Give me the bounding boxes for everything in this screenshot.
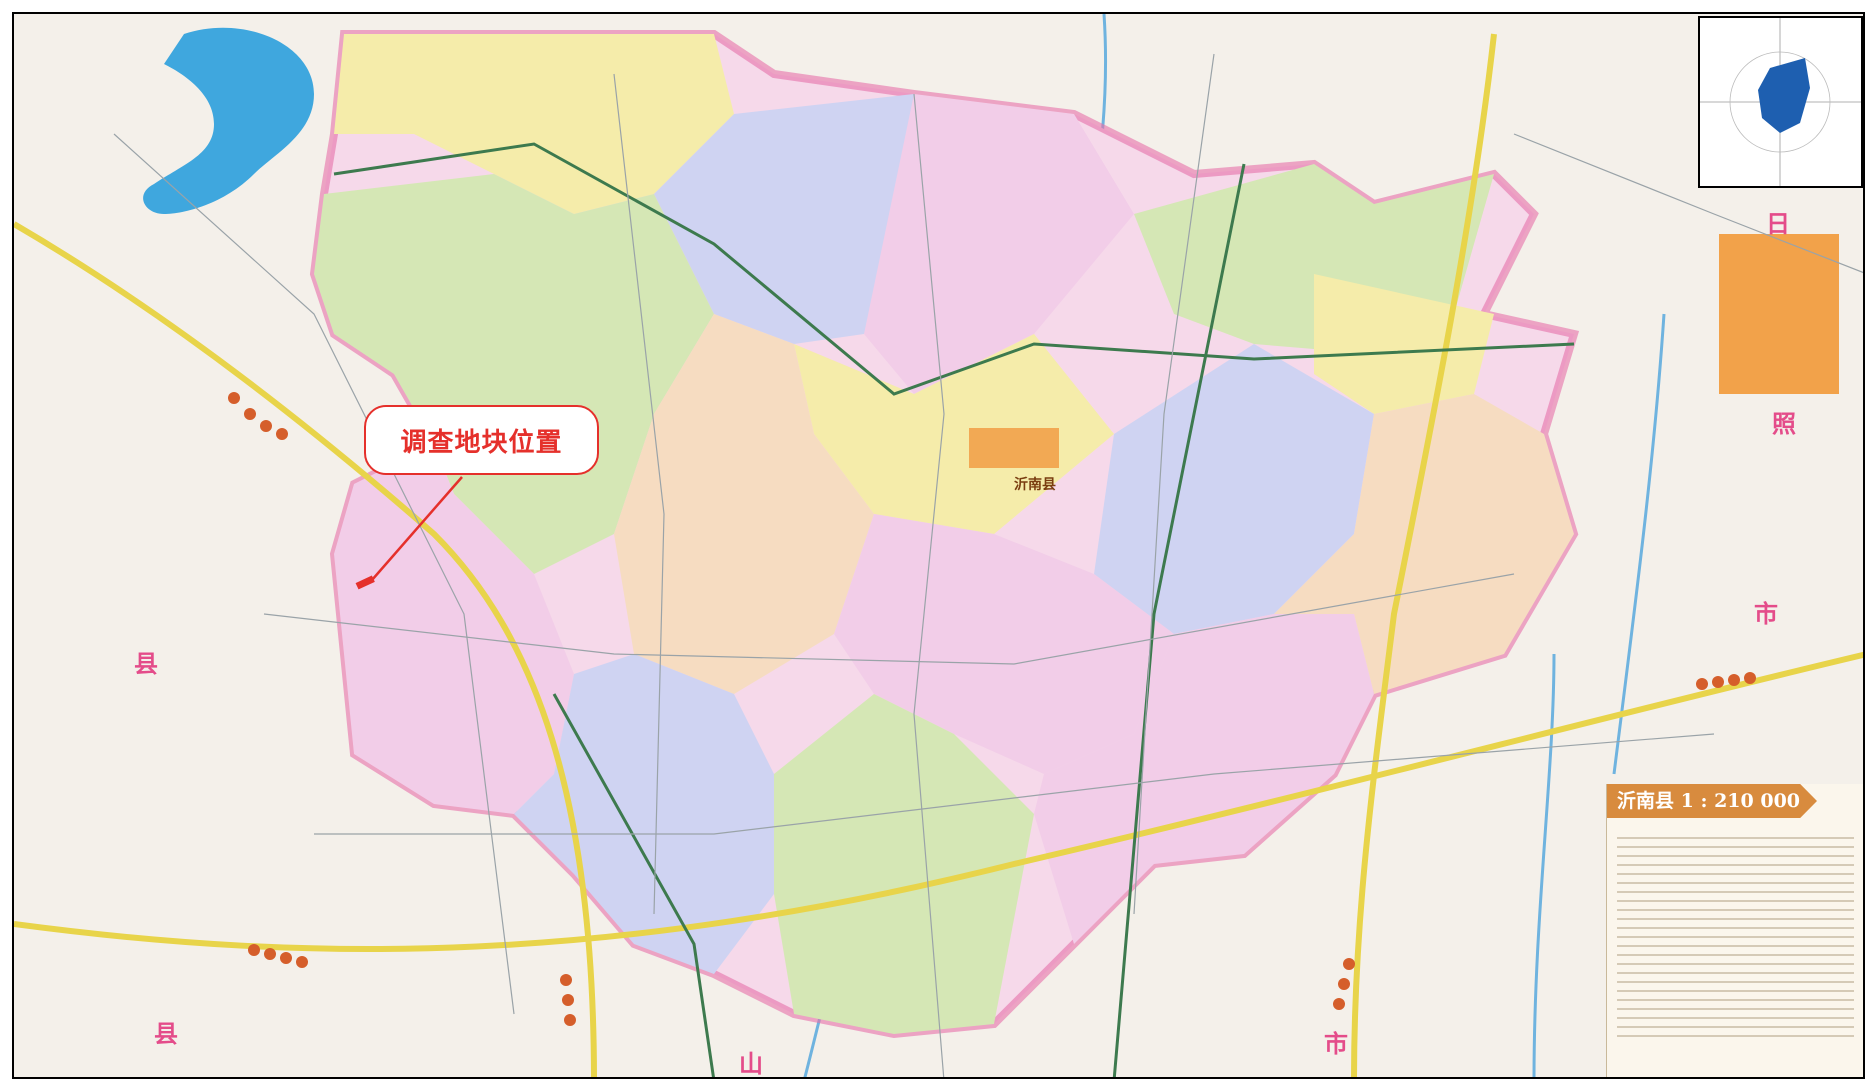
township-green-s	[774, 694, 1034, 1034]
edge-label-ri: 日	[1766, 209, 1790, 238]
survey-site-callout: 调查地块位置	[364, 405, 599, 475]
township-blue-n	[654, 94, 914, 344]
survey-site-label: 调查地块位置	[400, 427, 563, 458]
legend-text-block	[1617, 830, 1854, 1044]
township-yellow-c	[794, 334, 1114, 534]
highways	[14, 33, 1863, 1077]
county-map	[14, 14, 1863, 1077]
map-frame: 调查地块位置 沂南县 日 照 市 县 县 山 市 沂南县 1 : 210 000	[12, 12, 1865, 1079]
edge-label-shi: 市	[1754, 599, 1778, 628]
map-legend: 沂南县 1 : 210 000	[1606, 784, 1863, 1077]
inset-locator-map	[1698, 16, 1863, 188]
township-yellow-ne	[1314, 274, 1494, 414]
township-green-w	[314, 174, 714, 574]
township-pink-se	[1034, 614, 1374, 944]
inset-map-graphic	[1700, 18, 1861, 186]
township-pink-w	[334, 444, 574, 814]
county-seat-block	[969, 428, 1059, 468]
inset-county-shape	[1758, 58, 1810, 133]
township-peach-e	[1274, 394, 1574, 694]
edge-label-xian-sw: 县	[154, 1019, 178, 1048]
edge-label-shi-s: 市	[1324, 1029, 1348, 1058]
township-yellow-n	[334, 34, 734, 214]
township-peach-c	[614, 314, 874, 694]
site-marker	[355, 575, 375, 590]
city-block	[1719, 234, 1839, 394]
callout-pointer	[371, 476, 463, 581]
county-seat-label: 沂南县	[1014, 477, 1056, 493]
edge-label-shan: 山	[739, 1049, 763, 1078]
edge-label-xian-w: 县	[134, 649, 158, 678]
edge-label-zhao: 照	[1772, 409, 1796, 438]
township-pink-n	[864, 94, 1134, 394]
railways	[333, 142, 1575, 1077]
legend-title: 沂南县 1 : 210 000	[1607, 784, 1817, 818]
reservoir-lake	[143, 27, 314, 214]
township-pink-c	[834, 514, 1174, 774]
highway-markers	[228, 392, 1756, 1026]
township-blue-s	[514, 654, 774, 974]
